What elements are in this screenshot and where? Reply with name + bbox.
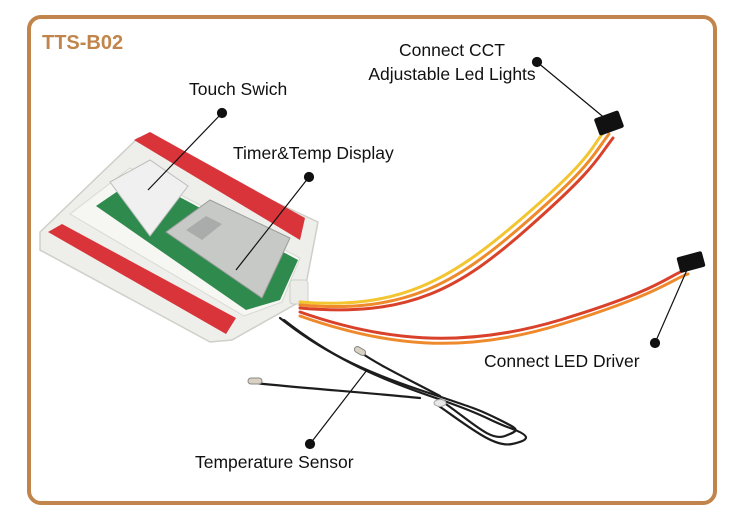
driver-connector	[676, 251, 706, 273]
driver-wires	[298, 268, 690, 345]
model-label: TTS-B02	[42, 32, 124, 54]
cct-label-line1: Connect CCT	[398, 40, 505, 60]
sensor-probe	[247, 377, 263, 385]
adhesive-tape-top	[134, 132, 305, 240]
cct-wires	[298, 128, 615, 312]
adhesive-tape-bottom	[48, 224, 236, 334]
led-driver-label: Connect LED Driver	[484, 351, 640, 371]
cct-label-line2: Adjustable Led Lights	[368, 64, 536, 84]
callout-lines	[147, 56, 691, 450]
touch-switch-label: Touch Swich	[189, 79, 288, 99]
temp-sensor-label: Temperature Sensor	[195, 452, 354, 472]
touch-panel-board	[39, 132, 319, 343]
touch-pad	[109, 159, 189, 237]
sensor-wires	[253, 316, 528, 446]
cct-connector	[594, 110, 624, 136]
display-label: Timer&Temp Display	[233, 143, 394, 163]
